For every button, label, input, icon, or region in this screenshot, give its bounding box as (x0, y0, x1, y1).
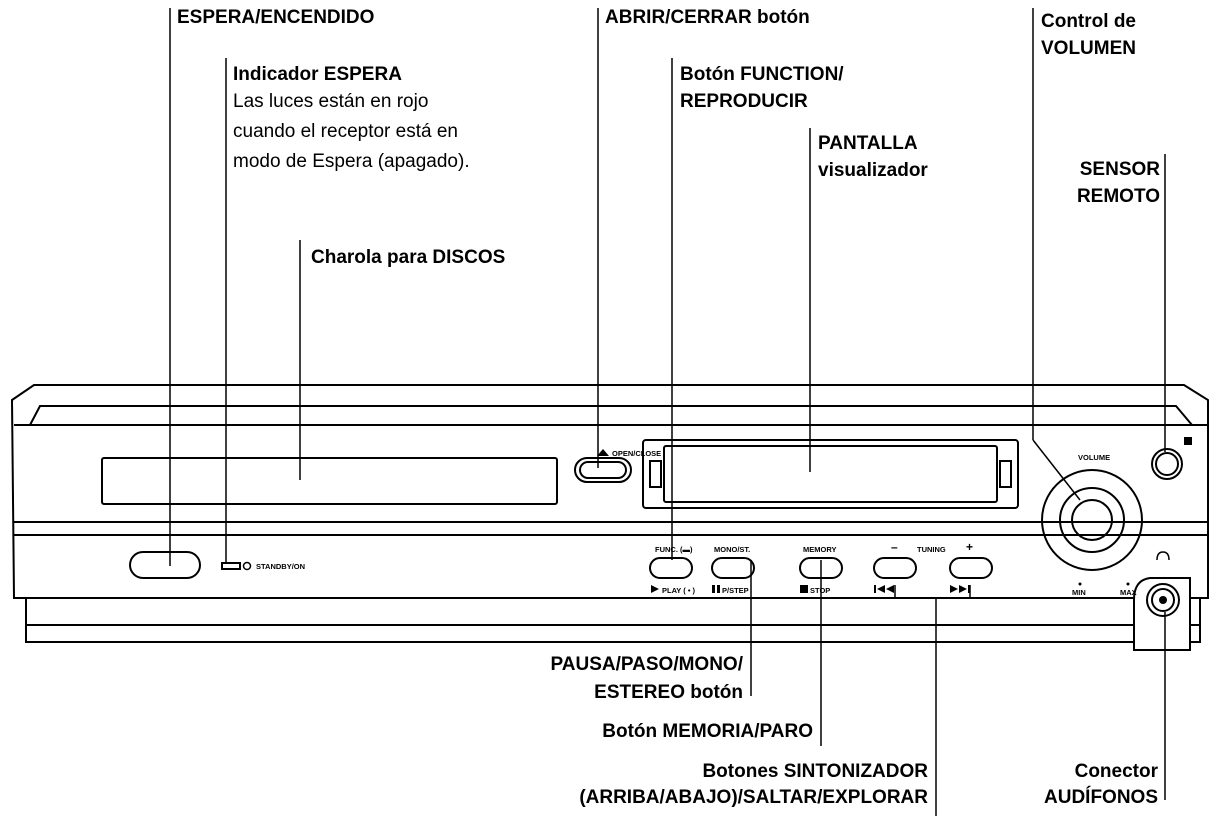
play-panel-text: PLAY ( • ) (662, 586, 696, 595)
callout-standby-indicator-desc-1: Las luces están en rojo (233, 91, 429, 112)
callout-memory-stop: Botón MEMORIA/PARO (602, 721, 813, 742)
standby-led (221, 562, 241, 570)
callout-function-play-1: Botón FUNCTION/ (680, 64, 844, 85)
callout-headphone-jack-1: Conector (1074, 761, 1158, 782)
volume-panel-text: VOLUME (1078, 453, 1110, 462)
panel-inner-top-edge (29, 405, 1193, 426)
stop-panel-text: STOP (810, 586, 830, 595)
display-left-tab (649, 460, 662, 488)
min-panel-text: MIN (1072, 588, 1086, 597)
tuning-minus-button[interactable] (873, 557, 917, 579)
callout-display-2: visualizador (818, 160, 928, 181)
tuning-panel-text: TUNING (917, 545, 946, 554)
remote-sensor-window (1151, 448, 1183, 480)
callout-volume-control-2: VOLUMEN (1041, 38, 1136, 59)
open-close-panel-text: OPEN/CLOSE (612, 449, 661, 458)
callout-volume-control-1: Control de (1041, 11, 1136, 32)
callout-standby-indicator-desc-2: cuando el receptor está en (233, 121, 458, 142)
display-bezel (642, 439, 1019, 509)
callout-tuner-buttons-2: (ARRIBA/ABAJO)/SALTAR/EXPLORAR (579, 787, 928, 808)
headphone-icon (1156, 551, 1170, 561)
display-right-tab (999, 460, 1012, 488)
power-icon (242, 561, 252, 571)
callout-tuner-buttons-1: Botones SINTONIZADOR (702, 761, 928, 782)
callout-headphone-jack-2: AUDÍFONOS (1044, 787, 1158, 808)
tuning-plus-button[interactable] (949, 557, 993, 579)
callout-remote-sensor-2: REMOTO (1076, 186, 1160, 207)
panel-body-outline (10, 384, 1209, 599)
callout-standby-indicator-desc-3: modo de Espera (apagado). (233, 151, 470, 172)
volume-knob[interactable] (1059, 487, 1125, 553)
p-step-panel-text: P/STEP (722, 586, 749, 595)
callout-disc-tray: Charola para DISCOS (311, 247, 506, 268)
callout-function-play-2: REPRODUCIR (680, 91, 808, 112)
display-window (663, 445, 998, 503)
mono-st-panel-text: MONO/ST. (714, 545, 750, 554)
standby-on-panel-text: STANDBY/ON (256, 562, 305, 571)
headphone-jack[interactable] (1146, 583, 1180, 617)
func-panel-text: FUNC. (▬) (655, 545, 693, 554)
callout-pause-step-mono-2: ESTEREO botón (594, 682, 743, 703)
standby-on-button[interactable] (129, 551, 201, 579)
mono-st-pause-button[interactable] (711, 557, 755, 579)
callout-display-1: PANTALLA (818, 133, 918, 154)
tuning-minus-panel-text: – (891, 540, 898, 554)
callout-standby-on: ESPERA/ENCENDIDO (177, 7, 375, 28)
memory-panel-text: MEMORY (803, 545, 836, 554)
max-panel-text: MAX (1120, 588, 1137, 597)
callout-pause-step-mono-1: PAUSA/PASO/MONO/ (550, 654, 743, 675)
callout-open-close: ABRIR/CERRAR botón (605, 7, 810, 28)
callout-remote-sensor-1: SENSOR (1079, 159, 1160, 180)
tuning-plus-panel-text: + (966, 540, 973, 554)
disc-tray[interactable] (101, 457, 558, 505)
func-play-button[interactable] (649, 557, 693, 579)
volume-knob-bezel (1041, 469, 1143, 571)
panel-base (25, 598, 1201, 643)
remote-sensor-mark (1184, 437, 1192, 445)
callout-standby-indicator-title: Indicador ESPERA (233, 64, 402, 85)
